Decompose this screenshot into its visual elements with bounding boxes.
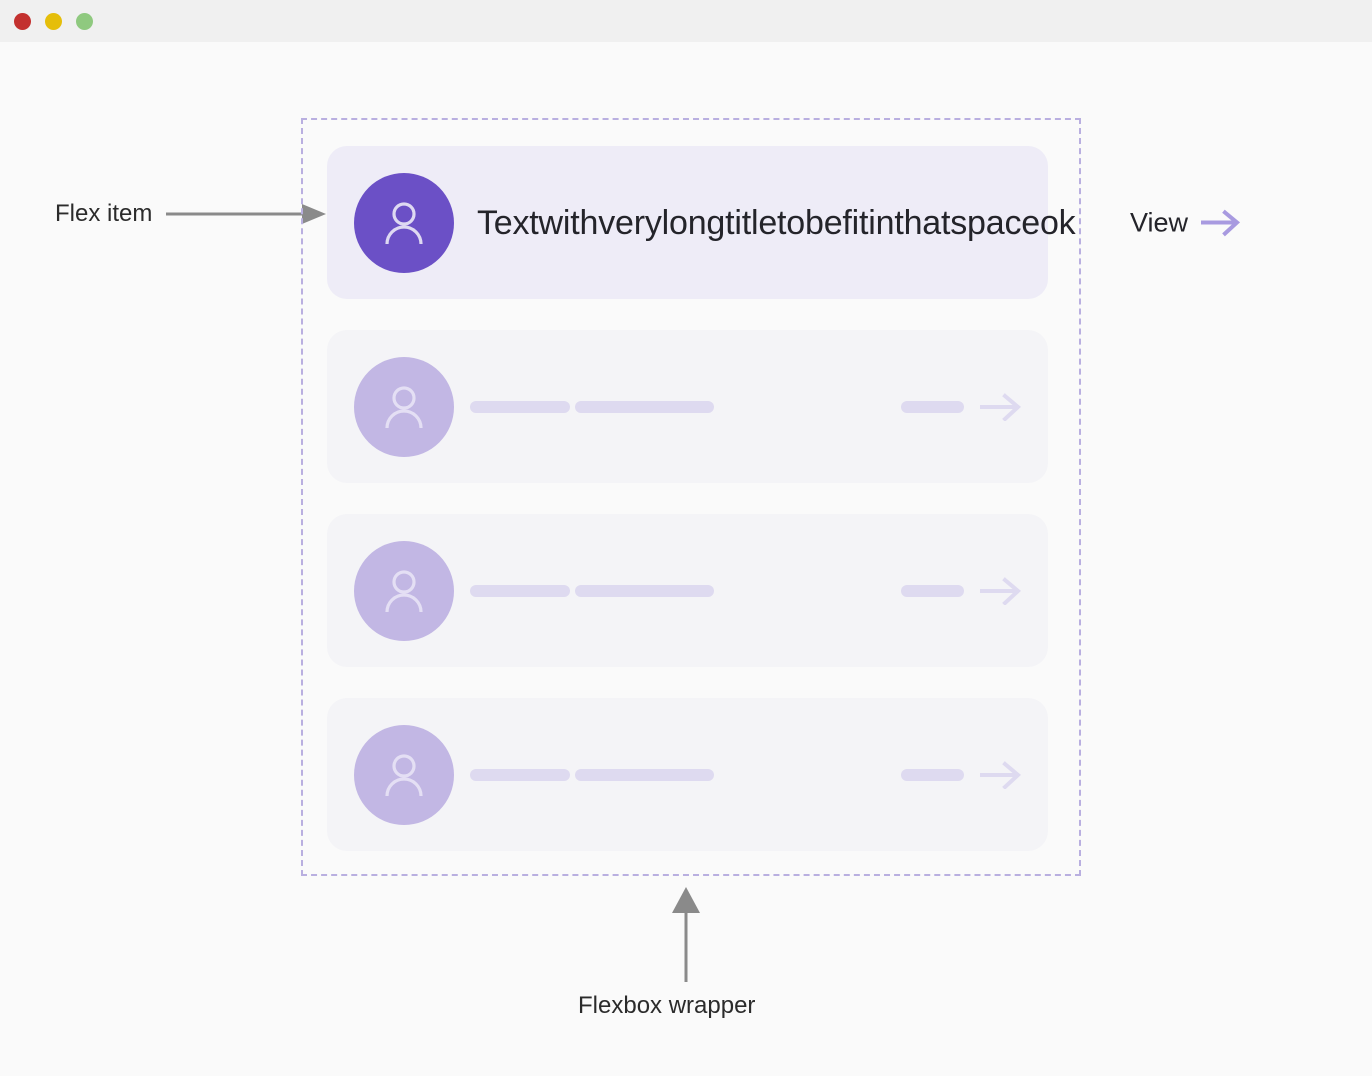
annotation-flex-item: Flex item [55,200,327,228]
arrow-right-icon [980,392,1022,421]
placeholder-action-label [901,768,964,781]
annotation-arrow-up-icon [672,887,700,982]
arrow-right-icon [980,760,1022,789]
placeholder-line [575,400,714,413]
avatar [354,172,454,273]
placeholder-action-label [901,584,964,597]
avatar [354,356,454,457]
maximize-window-button[interactable] [76,13,93,30]
row-action[interactable] [901,576,1022,605]
placeholder-line [575,584,714,597]
flex-item-title: Textwithverylongtitletobefitinthatspaceo… [477,203,1076,242]
view-action[interactable]: View [1130,207,1241,238]
placeholder-lines [470,400,714,413]
user-icon [385,385,423,428]
placeholder-lines [470,768,714,781]
annotation-flex-item-label: Flex item [55,200,153,227]
placeholder-line [470,584,570,597]
flexbox-wrapper: Textwithverylongtitletobefitinthatspaceo… [301,118,1241,876]
page-canvas: Flex item Textwithverylongtitletobefitin… [0,42,1372,1076]
row-action[interactable] [901,760,1022,789]
placeholder-line [470,768,570,781]
avatar [354,540,454,641]
row-action[interactable] [901,392,1022,421]
close-window-button[interactable] [14,13,31,30]
user-icon [385,201,423,244]
user-icon [385,753,423,796]
window-titlebar [0,0,1372,42]
placeholder-line [575,768,714,781]
arrow-right-icon [1201,209,1241,237]
traffic-light-group [14,13,93,30]
user-icon [385,569,423,612]
placeholder-action-label [901,400,964,413]
minimize-window-button[interactable] [45,13,62,30]
annotation-flexbox-wrapper-label: Flexbox wrapper [578,992,756,1019]
arrow-right-icon [980,576,1022,605]
view-action-label: View [1130,207,1189,237]
annotation-arrow-right-icon [166,204,327,224]
avatar [354,724,454,825]
placeholder-line [470,400,570,413]
flex-item-skeleton[interactable] [327,514,1048,667]
placeholder-lines [470,584,714,597]
flex-item-stack: Textwithverylongtitletobefitinthatspaceo… [327,146,1241,851]
flex-item-featured[interactable]: Textwithverylongtitletobefitinthatspaceo… [327,146,1241,299]
flex-item-skeleton[interactable] [327,698,1048,851]
flex-item-skeleton[interactable] [327,330,1048,483]
